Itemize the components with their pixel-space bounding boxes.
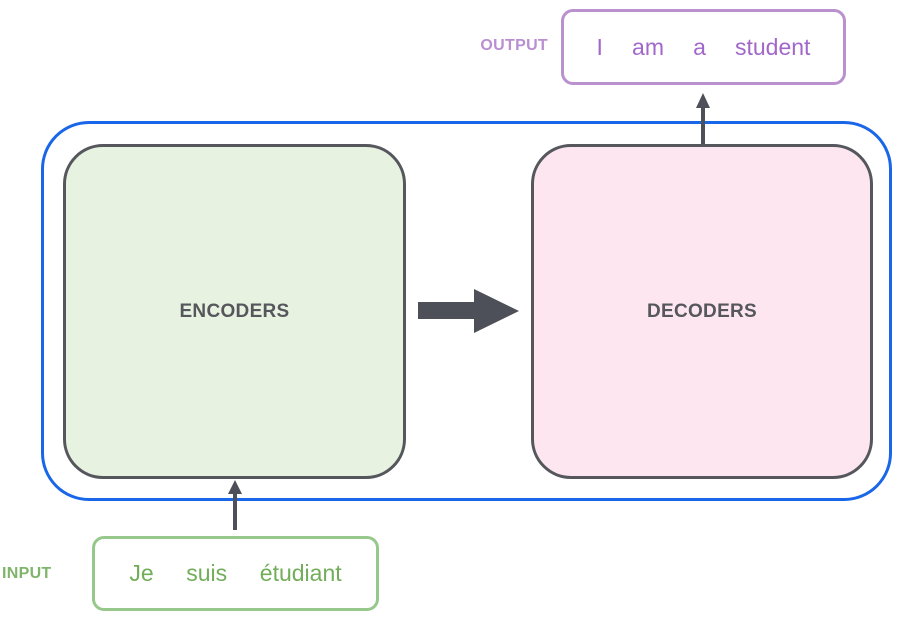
decoders-block: DECODERS (531, 144, 873, 479)
encoder-decoder-container (41, 121, 892, 501)
output-word: am (632, 33, 664, 60)
input-word: Je (129, 560, 154, 586)
input-arrow (228, 480, 242, 530)
encoder-to-decoder-arrow (418, 289, 519, 333)
encoders-label: ENCODERS (179, 300, 290, 322)
input-word: suis (186, 560, 228, 586)
output-word: a (693, 33, 706, 60)
output-word: I (596, 33, 603, 60)
output-label: OUTPUT (480, 37, 548, 54)
output-word: student (734, 33, 811, 60)
output-arrow (696, 93, 710, 144)
decoders-label: DECODERS (646, 300, 758, 322)
output-box: I am a student (561, 9, 846, 85)
input-word: étudiant (259, 560, 342, 586)
input-box: Je suis étudiant (92, 536, 379, 611)
encoders-block: ENCODERS (63, 144, 406, 479)
input-label: INPUT (2, 565, 52, 582)
